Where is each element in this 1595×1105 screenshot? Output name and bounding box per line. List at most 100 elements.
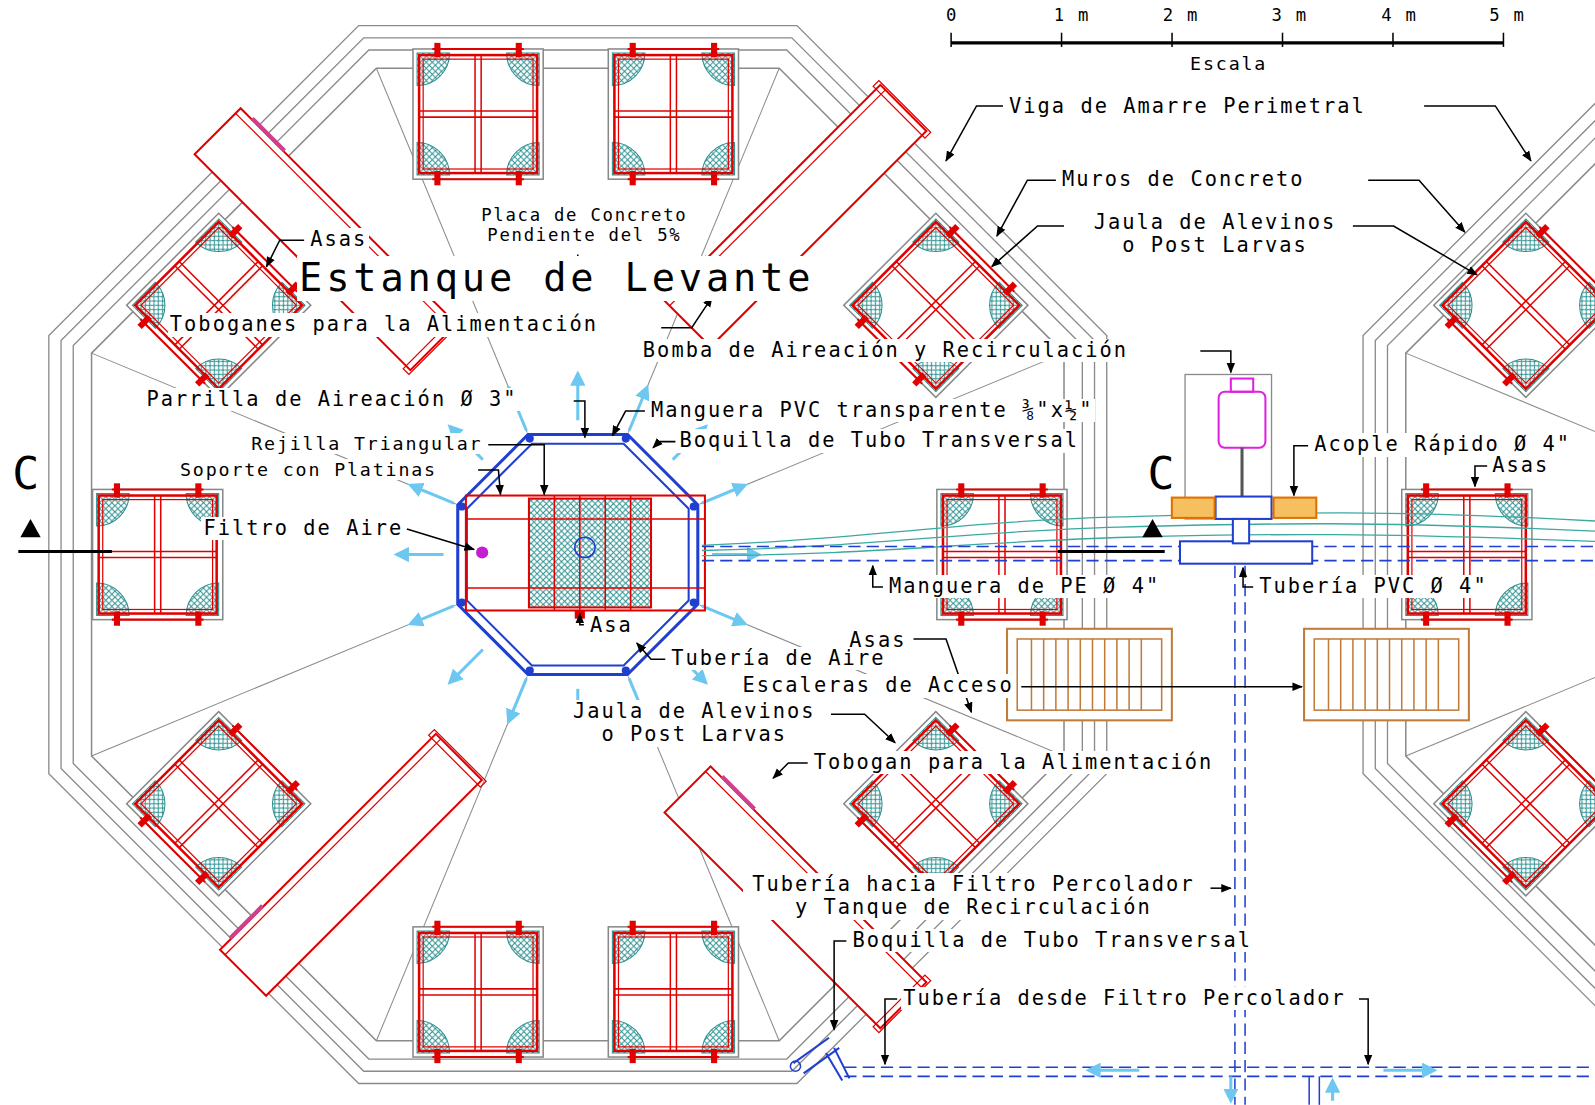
cage-outline	[937, 489, 1067, 619]
cage-bar	[670, 55, 672, 173]
cage-bar	[1486, 266, 1569, 349]
cage-mesh-corner	[1566, 282, 1595, 328]
water-flow-arrow	[1383, 1069, 1434, 1072]
cage-mesh-corner	[196, 717, 242, 763]
callout-label: Parrilla de Aireación Ø 3"	[144, 388, 519, 411]
cage-bar	[1486, 764, 1569, 847]
leader-line	[834, 941, 846, 1029]
cage-bar	[474, 933, 476, 1051]
ladder-step	[1364, 639, 1366, 710]
section-line	[18, 550, 112, 553]
cage-mesh-corner	[1503, 844, 1549, 890]
access-ladder	[1304, 629, 1469, 721]
cage-handle	[228, 722, 242, 736]
fish-cage	[839, 209, 1032, 402]
cage-bar	[676, 933, 678, 1051]
cage-frame-inner	[618, 59, 728, 169]
scale-number: 3 m	[1269, 6, 1309, 26]
section-mark: C	[10, 448, 45, 499]
pvc-pipe	[702, 560, 1595, 562]
callout-label: Manguera PVC transparente ⅜"x½"	[649, 399, 1095, 422]
ladder-step	[1141, 639, 1143, 710]
scale-number: 4 m	[1379, 6, 1419, 26]
callout-label: Bomba de Aireación y Recirculación	[641, 339, 1130, 362]
fish-cage	[1429, 707, 1595, 900]
cage-mesh-corner	[417, 53, 450, 86]
section-line	[1058, 550, 1165, 553]
pipe-nozzle	[526, 666, 534, 674]
cage-outline	[1434, 712, 1595, 896]
cage-frame	[1442, 222, 1595, 389]
cage-bar	[1486, 760, 1569, 843]
cage-mesh-corner	[507, 143, 540, 176]
leader-line	[1021, 686, 1302, 688]
cage-outline	[844, 213, 1028, 397]
callout-label: Jaula de Alevinos o Post Larvas	[1078, 211, 1352, 258]
cage-bar	[943, 551, 1061, 553]
return-pipe	[1244, 566, 1246, 1105]
leader-line	[873, 566, 883, 587]
ladder-step	[1377, 639, 1379, 710]
cage-frame	[852, 720, 1019, 887]
cage-mesh-corner	[702, 1020, 735, 1053]
slide-end	[873, 81, 931, 139]
ladder-frame	[1007, 629, 1172, 721]
air-flow-arrow	[410, 485, 453, 503]
grid-bar	[554, 496, 556, 611]
ladder-step	[1352, 639, 1354, 710]
cage-bar	[896, 261, 979, 344]
cage-mesh-corner	[612, 931, 645, 964]
air-flow-arrow	[702, 606, 745, 624]
callout-label: Asas	[1490, 454, 1551, 477]
slab-slope-line	[1406, 353, 1595, 504]
cage-bar	[160, 496, 162, 614]
motor-cap	[1231, 379, 1253, 392]
cage-handle-bar	[140, 817, 205, 882]
ladder-frame	[1304, 629, 1469, 721]
cage-outline	[1434, 213, 1595, 397]
cage-outline	[127, 712, 311, 896]
fish-cage	[937, 483, 1067, 625]
cage-handle-bar	[956, 488, 1048, 490]
cage-bar	[670, 933, 672, 1051]
scale-number: 0	[944, 6, 960, 26]
callout-label: Jaula de Alevinos o Post Larvas	[557, 700, 831, 747]
cage-bar	[480, 55, 482, 173]
grid-bar	[604, 496, 606, 611]
pvc-riser	[1233, 519, 1249, 543]
cage-handle-bar	[112, 619, 204, 621]
perimeter-beam	[1375, 38, 1595, 1071]
cage-outline	[608, 927, 738, 1057]
leader-lines	[267, 106, 1531, 1064]
scale-tick	[1392, 33, 1394, 47]
cage-mesh-corner	[97, 583, 130, 616]
cage-mesh-corner	[417, 931, 450, 964]
leader-line	[773, 763, 808, 778]
cage-handle-bar	[628, 178, 720, 180]
cage-mesh-corner	[507, 1020, 540, 1053]
leader-line	[1294, 446, 1308, 496]
fish-cage	[608, 921, 738, 1063]
cage-handle-bar	[950, 227, 1015, 292]
cage-mesh-corner	[702, 53, 735, 86]
leader-line	[478, 470, 500, 494]
water-flow-arrow	[1229, 1076, 1232, 1100]
cage-bar	[179, 764, 262, 847]
cage-mesh-corner	[612, 143, 645, 176]
ladder-frame-inner	[1314, 639, 1458, 710]
leader-line	[637, 643, 665, 659]
cage-bar	[175, 764, 258, 847]
callout-label: Tobogan para la Alimentación	[812, 751, 1216, 774]
cage-handle-bar	[1421, 488, 1513, 490]
return-pipe	[1234, 566, 1236, 1105]
cage-handle-bar	[432, 1056, 524, 1058]
callout-label: Tubería hacia Filtro Percolador y Tanque…	[743, 873, 1205, 920]
leader-line	[407, 529, 474, 549]
cage-mesh-corner	[196, 219, 242, 265]
pipe-nozzle	[622, 435, 630, 443]
cage-handle-bar	[432, 178, 524, 180]
cage-bar	[99, 557, 217, 559]
air-flow-arrow	[397, 553, 444, 556]
cage-bar	[614, 116, 732, 118]
